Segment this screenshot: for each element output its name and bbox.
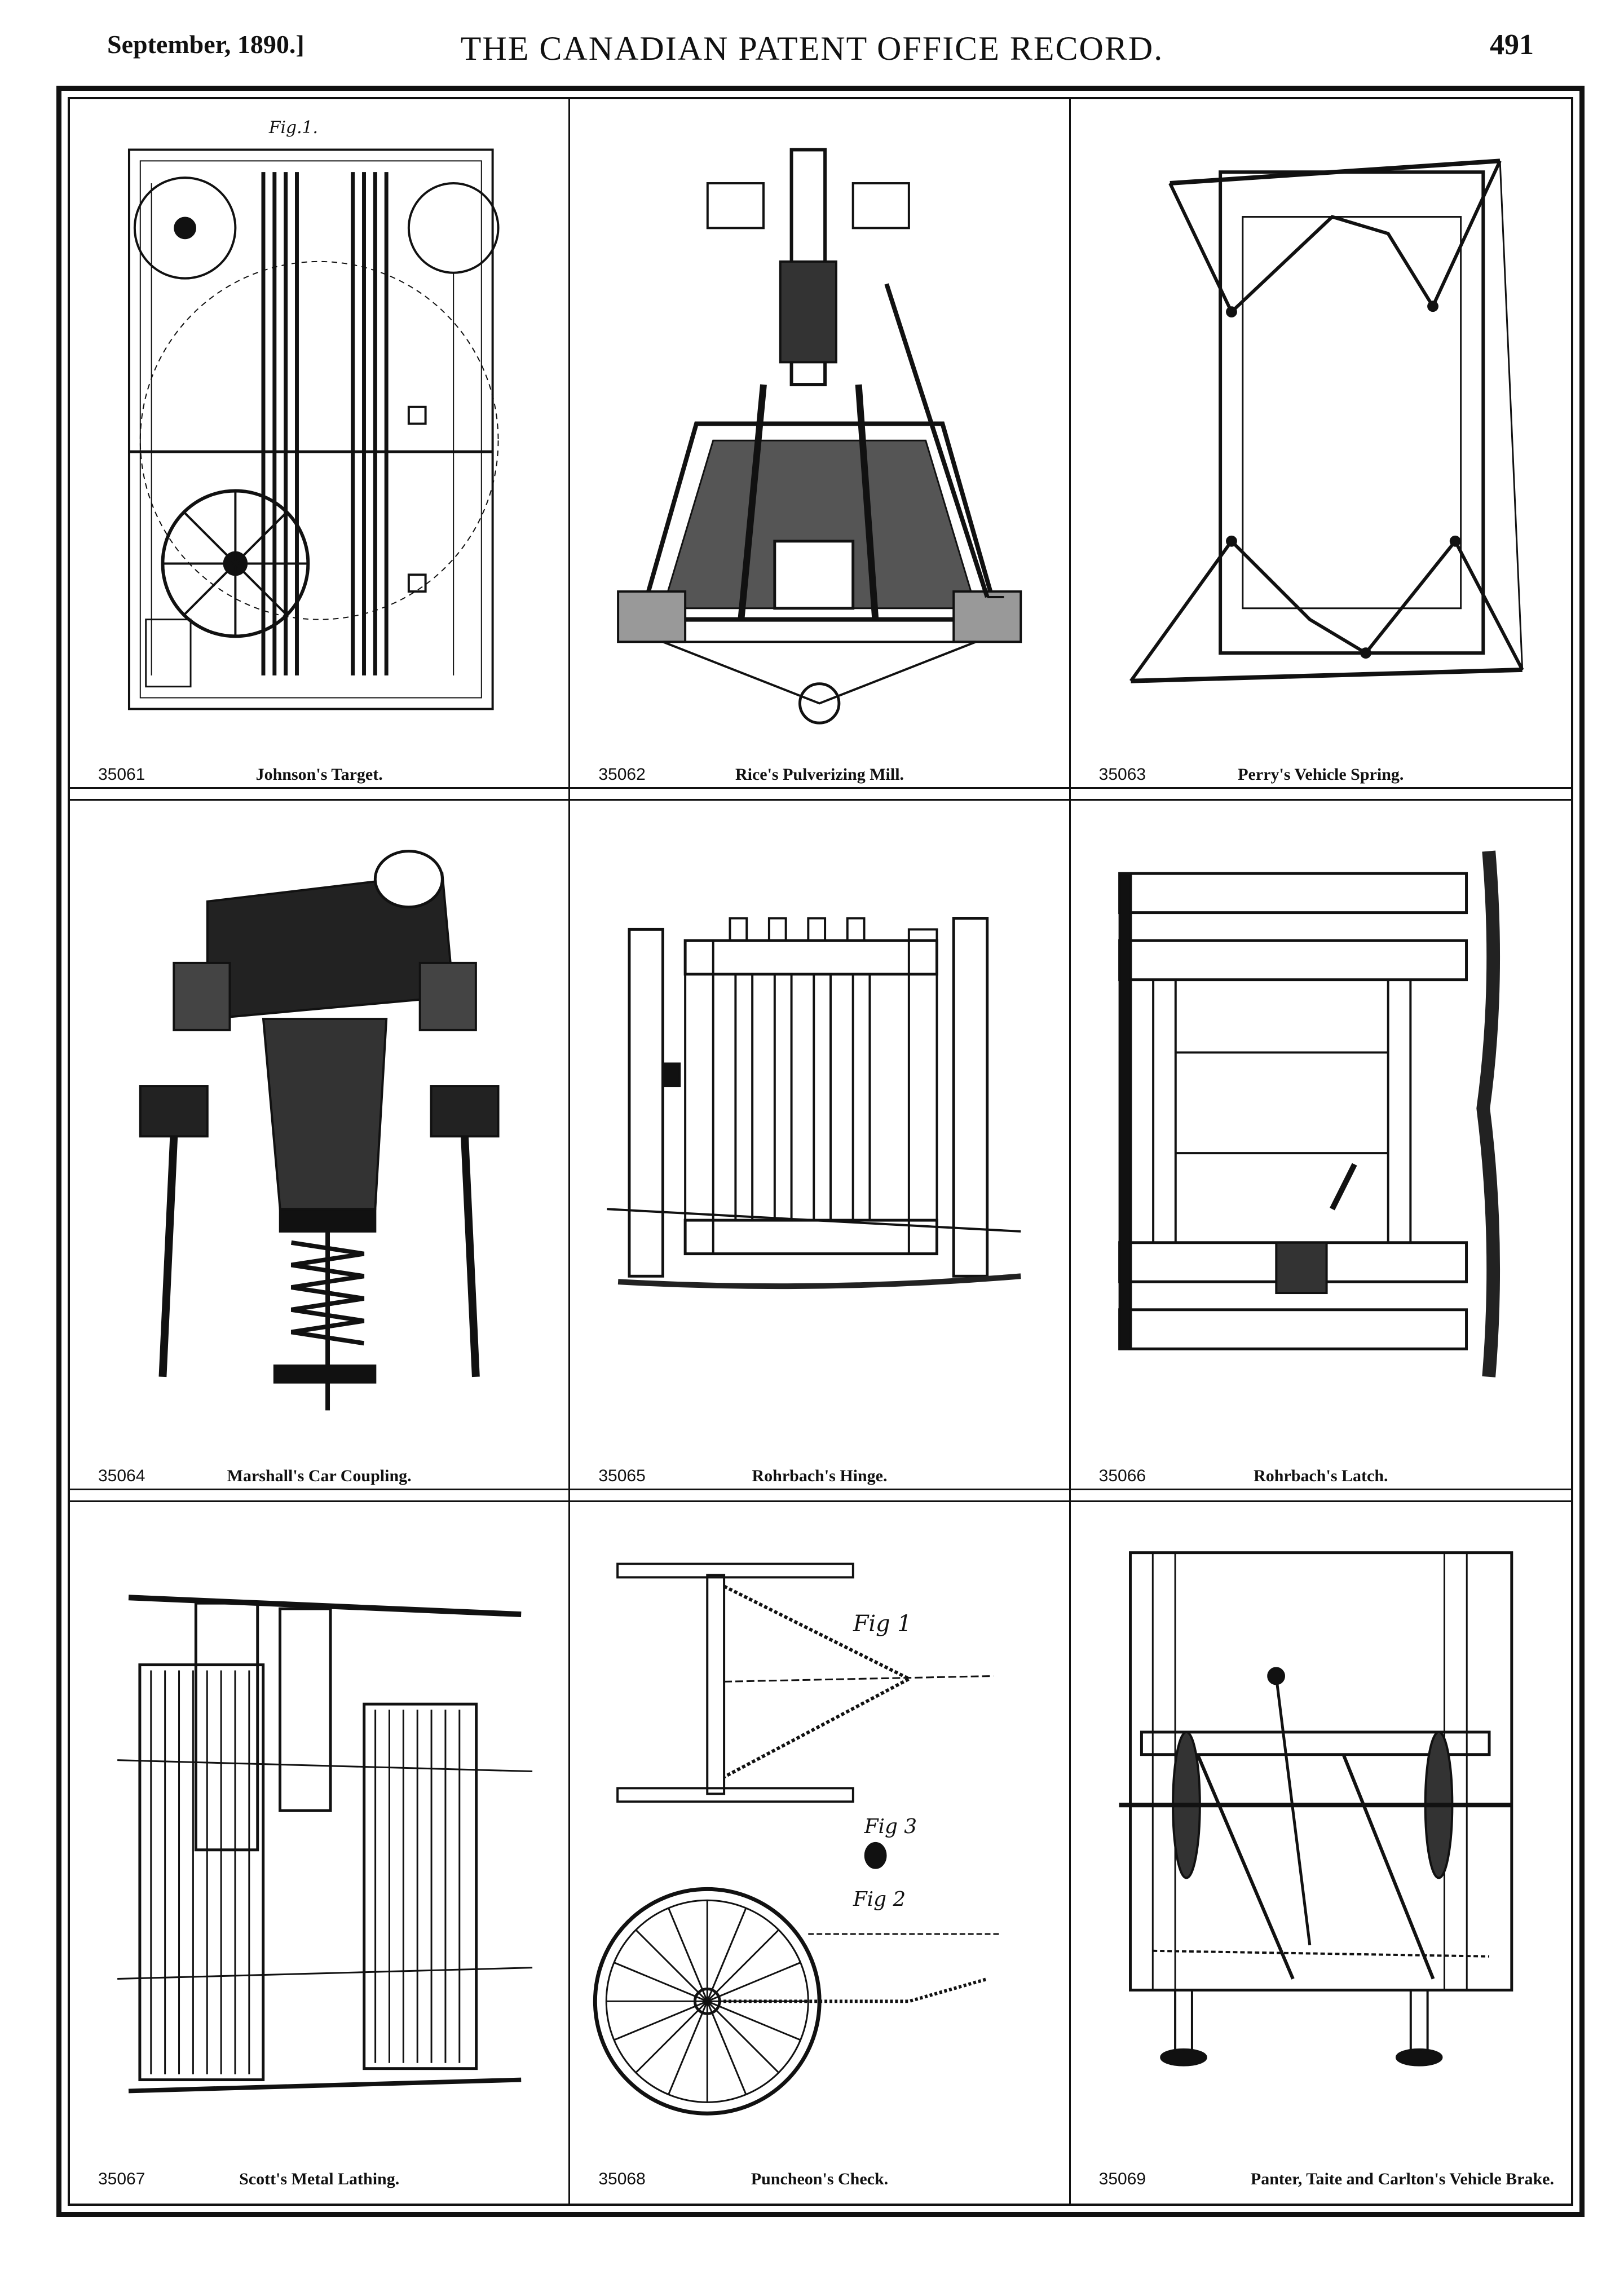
- patent-caption: 35066 Rohrbach's Latch.: [1070, 1451, 1571, 1490]
- patent-number: 35068: [598, 2170, 646, 2188]
- patent-title: Puncheon's Check.: [751, 2170, 889, 2188]
- caption-rule: [70, 1489, 569, 1490]
- patent-title: Perry's Vehicle Spring.: [1238, 765, 1404, 784]
- patent-number: 35069: [1098, 2170, 1146, 2188]
- patent-caption: 35064 Marshall's Car Coupling.: [70, 1451, 569, 1490]
- header-title: THE CANADIAN PATENT OFFICE RECORD.: [460, 30, 1164, 67]
- patent-cell-35067: 35067 Scott's Metal Lathing.: [70, 1502, 571, 2204]
- patent-caption: 35063 Perry's Vehicle Spring.: [1070, 749, 1571, 789]
- patent-title: Rohrbach's Latch.: [1254, 1467, 1388, 1485]
- patent-cell-35064: 35064 Marshall's Car Coupling.: [70, 801, 571, 1502]
- patent-title: Panter, Taite and Carlton's Vehicle Brak…: [1250, 2170, 1554, 2188]
- header-date: September, 1890.]: [107, 30, 304, 59]
- patent-caption: 35068 Puncheon's Check.: [570, 2154, 1069, 2193]
- fig-label: Fig 1: [853, 1611, 912, 1637]
- patent-cell-35068: Fig 1 Fig 3 Fig 2 35068 Puncheon's Chec: [570, 1502, 1071, 2204]
- patent-title: Johnson's Target.: [255, 765, 383, 784]
- patent-cell-35066: 35066 Rohrbach's Latch.: [1070, 801, 1571, 1502]
- target-drawing: Fig.1.: [92, 116, 546, 731]
- patent-cell-35065: 35065 Rohrbach's Hinge.: [570, 801, 1071, 1502]
- caption-rule: [570, 1489, 1069, 1490]
- car-coupling-drawing: [92, 818, 546, 1433]
- patent-title: Rohrbach's Hinge.: [752, 1467, 888, 1485]
- wheel-check-drawing: Fig 1 Fig 3 Fig 2: [593, 1519, 1046, 2136]
- caption-rule: [1070, 1489, 1571, 1490]
- vehicle-spring-drawing: [1093, 116, 1548, 731]
- patent-caption: 35065 Rohrbach's Hinge.: [570, 1451, 1069, 1490]
- metal-lathing-drawing: [92, 1519, 546, 2136]
- caption-rule: [1070, 787, 1571, 789]
- patent-cell-35062: 35062 Rice's Pulverizing Mill.: [570, 99, 1071, 801]
- patent-title: Rice's Pulverizing Mill.: [735, 765, 904, 784]
- patent-number: 35061: [98, 765, 145, 784]
- page-number: 491: [1490, 29, 1534, 61]
- patent-number: 35066: [1098, 1467, 1146, 1485]
- caption-rule: [70, 787, 569, 789]
- fig-label: Fig 2: [853, 1888, 906, 1911]
- patent-caption: 35061 Johnson's Target.: [70, 749, 569, 789]
- fig-label: Fig.1.: [268, 118, 318, 138]
- patent-caption: 35062 Rice's Pulverizing Mill.: [570, 749, 1069, 789]
- patent-number: 35065: [598, 1467, 646, 1485]
- patent-title: Scott's Metal Lathing.: [239, 2170, 400, 2188]
- gate-latch-drawing: [1093, 818, 1548, 1433]
- patent-grid: Fig.1.: [70, 99, 1571, 2204]
- fig-label: Fig 3: [864, 1815, 917, 1838]
- patent-title: Marshall's Car Coupling.: [227, 1467, 412, 1485]
- patent-cell-35069: 35069 Panter, Taite and Carlton's Vehicl…: [1071, 1502, 1571, 2204]
- patent-caption: 35069 Panter, Taite and Carlton's Vehicl…: [1071, 2154, 1571, 2193]
- mill-drawing: [593, 116, 1046, 731]
- gate-hinge-drawing: [593, 818, 1046, 1433]
- patent-number: 35063: [1098, 765, 1146, 784]
- vehicle-brake-drawing: [1093, 1519, 1548, 2136]
- patent-number: 35062: [598, 765, 646, 784]
- patent-number: 35067: [98, 2170, 145, 2188]
- patent-cell-35061: Fig.1.: [70, 99, 571, 801]
- outer-border: [56, 86, 1585, 2217]
- patent-number: 35064: [98, 1467, 145, 1485]
- inner-border: [68, 97, 1573, 2206]
- page-header: September, 1890.] THE CANADIAN PATENT OF…: [0, 0, 1624, 85]
- caption-rule: [570, 787, 1069, 789]
- patent-caption: 35067 Scott's Metal Lathing.: [70, 2154, 568, 2193]
- patent-cell-35063: 35063 Perry's Vehicle Spring.: [1070, 99, 1571, 801]
